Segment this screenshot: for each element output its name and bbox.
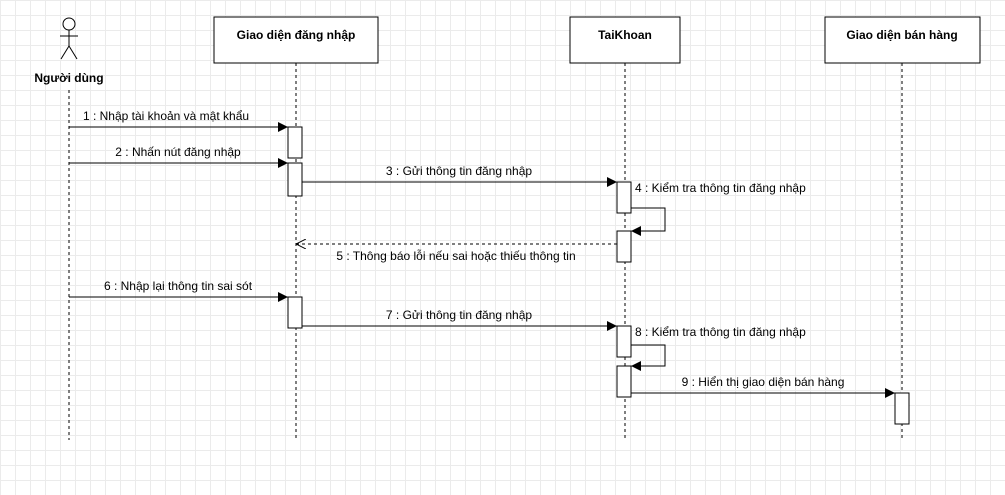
message-label: 7 : Gửi thông tin đăng nhập	[386, 308, 532, 322]
activation-bar	[616, 181, 632, 214]
activation-bar	[287, 296, 303, 329]
activation-bar	[616, 365, 632, 398]
message-1[interactable]: 1 : Nhập tài khoản và mật khẩu	[69, 109, 288, 132]
activation-bar	[616, 230, 632, 263]
participant-title: Giao diện bán hàng	[846, 28, 957, 42]
message-label: 6 : Nhập lại thông tin sai sót	[104, 279, 253, 293]
participant-account[interactable]: TaiKhoan	[569, 16, 681, 64]
message-5[interactable]: 5 : Thông báo lỗi nếu sai hoặc thiếu thô…	[296, 244, 617, 263]
message-8[interactable]: 8 : Kiểm tra thông tin đăng nhập	[631, 325, 806, 371]
activation-bar	[287, 162, 303, 197]
message-label: 2 : Nhấn nút đăng nhập	[115, 145, 241, 159]
actor-user[interactable]: Người dùng	[34, 17, 104, 85]
activation-bar	[287, 126, 303, 159]
participant-title: TaiKhoan	[598, 28, 652, 42]
message-9[interactable]: 9 : Hiển thị giao diện bán hàng	[631, 375, 895, 398]
participant-sales-ui[interactable]: Giao diện bán hàng	[824, 16, 981, 64]
message-label: 4 : Kiểm tra thông tin đăng nhập	[635, 181, 806, 195]
message-2[interactable]: 2 : Nhấn nút đăng nhập	[69, 145, 288, 168]
participant-title: Giao diện đăng nhập	[237, 28, 356, 42]
message-3[interactable]: 3 : Gửi thông tin đăng nhập	[302, 164, 617, 187]
stick-figure-icon	[60, 17, 78, 60]
message-label: 3 : Gửi thông tin đăng nhập	[386, 164, 532, 178]
activation-bar	[894, 392, 910, 425]
message-label: 8 : Kiểm tra thông tin đăng nhập	[635, 325, 806, 339]
activation-bar	[616, 325, 632, 358]
message-label: 1 : Nhập tài khoản và mật khẩu	[83, 109, 249, 123]
message-label: 9 : Hiển thị giao diện bán hàng	[682, 375, 845, 389]
message-7[interactable]: 7 : Gửi thông tin đăng nhập	[302, 308, 617, 331]
message-label: 5 : Thông báo lỗi nếu sai hoặc thiếu thô…	[336, 248, 575, 263]
participant-login-ui[interactable]: Giao diện đăng nhập	[213, 16, 379, 64]
message-6[interactable]: 6 : Nhập lại thông tin sai sót	[69, 279, 288, 302]
actor-name: Người dùng	[34, 71, 103, 85]
message-4[interactable]: 4 : Kiểm tra thông tin đăng nhập	[631, 181, 806, 236]
